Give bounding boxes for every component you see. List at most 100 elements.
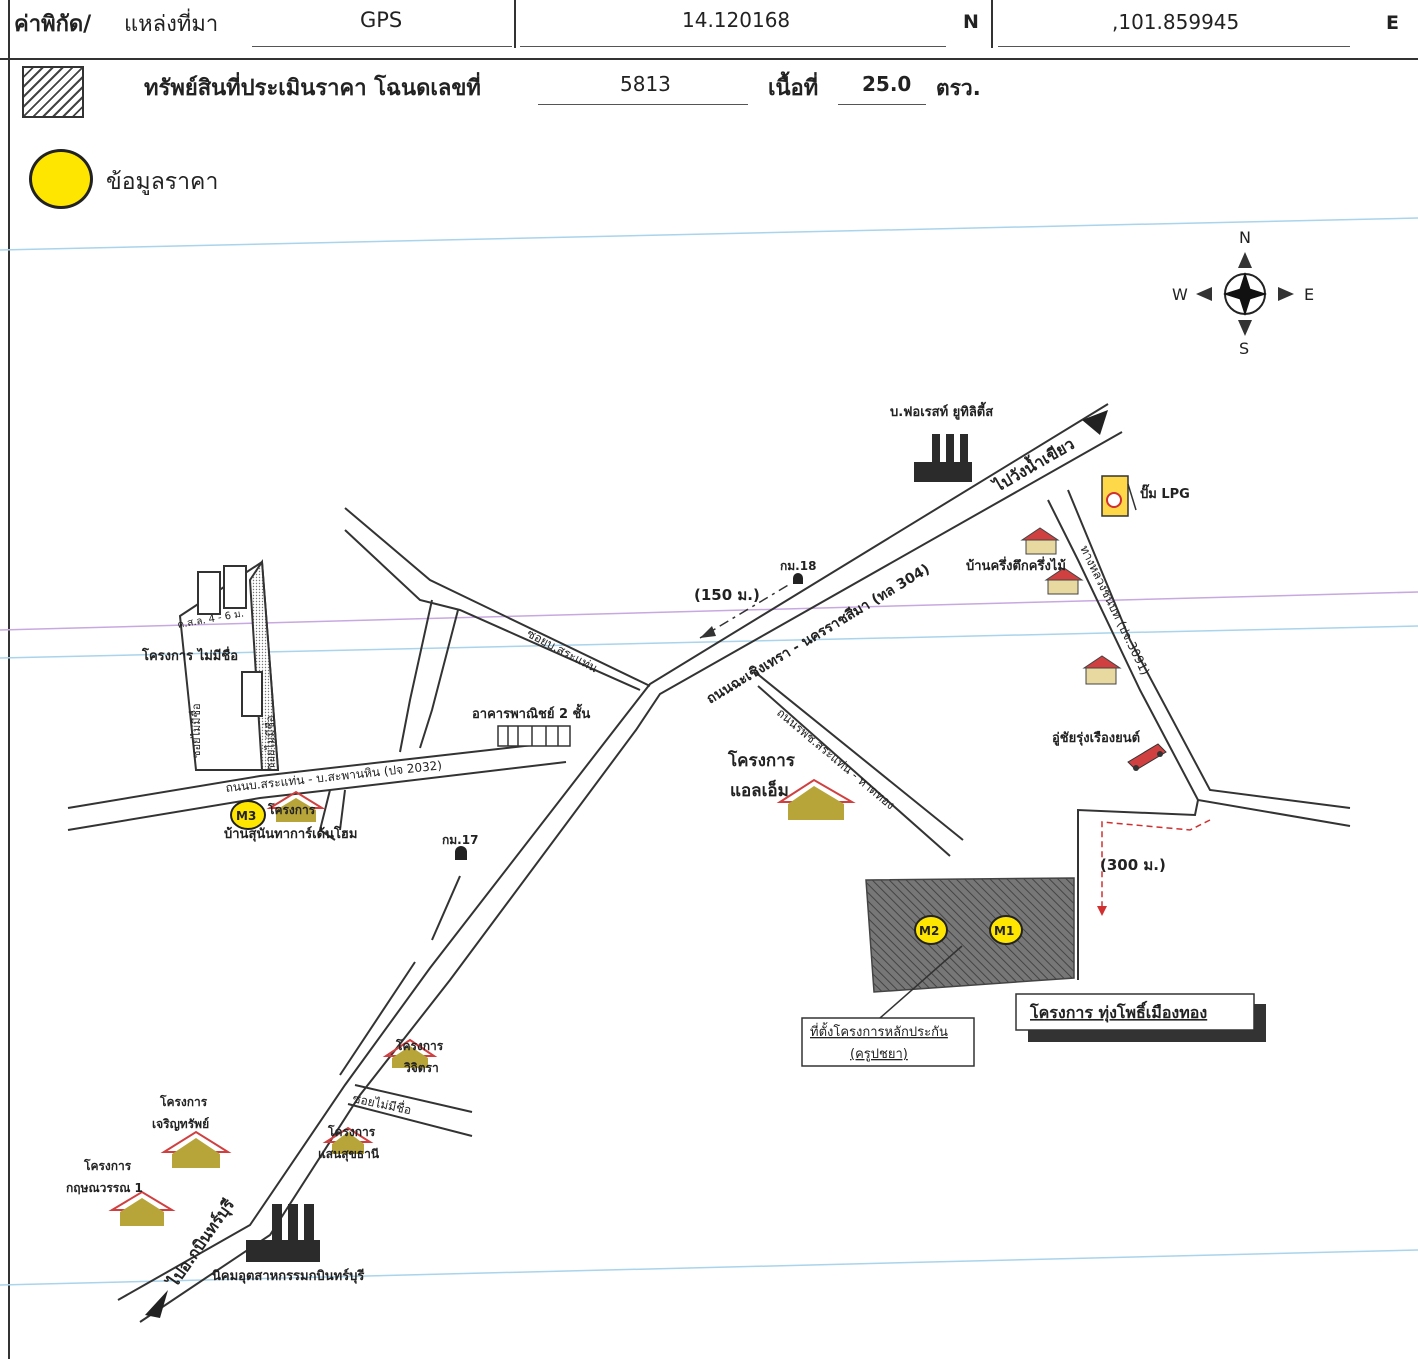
- label-soi-left-2: ซอยไม่มีชื่อ: [262, 715, 277, 770]
- longitude-underline: [998, 46, 1350, 47]
- label-commercial: อาคารพาณิชย์ 2 ชั้น: [472, 703, 590, 722]
- scan-line-1: [0, 217, 1418, 251]
- collateral-callout-box: [801, 1017, 975, 1067]
- collateral-label-2: (ครูปชยา): [850, 1047, 908, 1062]
- marker-m3: M3: [230, 800, 266, 830]
- compass-n: N: [1239, 228, 1251, 247]
- latitude-value: 14.120168: [682, 8, 791, 32]
- road-3091: [1047, 489, 1351, 980]
- latitude-underline: [520, 46, 946, 47]
- road-soi-no-name: [347, 1084, 473, 1137]
- label-project-charoen-1: โครงการ: [159, 1094, 208, 1109]
- house-icons: [1020, 527, 1122, 685]
- label-project-lm-1: โครงการ: [727, 750, 796, 771]
- label-dist-150: (150 ม.): [694, 586, 760, 604]
- km17-post-icon: [455, 846, 467, 860]
- label-m3-name: บ้านสุนันทาการ์เด้นโฮม: [224, 825, 357, 842]
- compass-e: E: [1304, 285, 1314, 304]
- source-label: แหล่งที่มา: [124, 12, 219, 37]
- label-dist-300: (300 ม.): [1100, 856, 1166, 874]
- label-road-3091: ทางหลวงชนบท (ปจ.3091): [1077, 543, 1152, 677]
- property-label: ทรัพย์สินที่ประเมินราคา โฉนดเลขที่: [144, 76, 481, 101]
- thung-pho-box: [1015, 993, 1255, 1031]
- label-soi-left-1: ซอยไม่มีชื่อ: [188, 703, 203, 758]
- km18-post-icon: [793, 573, 803, 584]
- project-krit-house-icon: [108, 1190, 176, 1226]
- label-main-road: ถนนฉะเชิงเทรา - นครราชสีมา (ทล 304): [704, 561, 933, 707]
- area-label: เนื้อที่: [768, 76, 819, 101]
- divider-1: [514, 0, 516, 48]
- scan-line-4: [0, 1249, 1418, 1286]
- marker-m1: M1: [989, 915, 1023, 945]
- label-project-no-name: โครงการ ไม่มีชื่อ: [141, 646, 238, 664]
- compass-w: W: [1172, 285, 1188, 304]
- label-houses: บ้านครึ่งตึกครึ่งไม้: [966, 556, 1066, 574]
- road-sa-taen-hat-thong: [754, 671, 964, 857]
- coordinate-header: ค่าพิกัด/ แหล่งที่มา GPS 14.120168 N ,10…: [0, 0, 1418, 60]
- label-project-krit-1: โครงการ: [83, 1158, 132, 1173]
- label-lpg: ปั๊ม LPG: [1140, 484, 1190, 502]
- dist-300-arrow-icon: [1097, 906, 1107, 916]
- compass-s: S: [1239, 339, 1249, 358]
- label-project-wichitra-1: โครงการ: [395, 1038, 444, 1053]
- price-label: ข้อมูลราคา: [106, 169, 219, 195]
- source-underline: [252, 46, 512, 47]
- label-project-saen-1: โครงการ: [327, 1124, 376, 1139]
- label-industrial-estate: นิคมอุตสาหกรรมกบินทร์บุรี: [212, 1268, 364, 1284]
- lat-direction: N: [963, 11, 979, 33]
- factory-industrial-estate-icon: [246, 1204, 320, 1262]
- dist-150-arrow-icon: [700, 626, 716, 638]
- collateral-leader-line: [879, 945, 963, 1019]
- label-project-m3: โครงการ: [267, 802, 316, 817]
- compass-rose-icon: [1196, 252, 1294, 336]
- project-saen-house-icon: [322, 1126, 374, 1154]
- label-project-krit-2: กฤษณวรรณ 1: [66, 1181, 143, 1195]
- longitude-value: ,101.859945: [1112, 10, 1240, 34]
- label-project-charoen-2: เจริญทรัพย์: [152, 1117, 209, 1131]
- label-project-saen-2: แสนสุขธานี: [318, 1147, 380, 1162]
- label-car-shop: อู่ชัยรุ่งเรืองยนต์: [1052, 730, 1140, 746]
- deed-underline: [538, 104, 748, 105]
- scan-line-3: [0, 625, 1418, 659]
- project-lm-house-icon: [776, 778, 856, 820]
- road-soi-sa-taen: [344, 507, 651, 753]
- divider-2: [991, 0, 993, 48]
- area-underline: [838, 104, 926, 105]
- svg-text:M3: M3: [236, 809, 256, 823]
- project-m3-house-icon: [266, 790, 326, 822]
- factory-top-icon: [914, 434, 972, 482]
- label-project-wichitra-2: วิจิตรา: [404, 1061, 439, 1075]
- project-wichitra-house-icon: [382, 1038, 438, 1068]
- commercial-building-icon: [497, 725, 571, 747]
- scan-line-2: [0, 591, 1418, 631]
- deed-number: 5813: [620, 72, 671, 96]
- label-project-lm-2: แอลเอ็ม: [730, 778, 789, 801]
- label-factory-top: บ.ฟอเรสท์ ยูทิลิตี้ส: [890, 401, 993, 420]
- collateral-label-1: ที่ตั้งโครงการหลักประกัน: [810, 1022, 948, 1040]
- road-2032: [67, 741, 567, 841]
- car-icon: [1127, 743, 1167, 771]
- svg-text:M2: M2: [919, 924, 939, 938]
- arrow-to-kabin-buri-icon: [145, 1290, 168, 1318]
- area-unit: ตรว.: [936, 76, 981, 100]
- coord-label: ค่าพิกัด/: [14, 12, 92, 37]
- highway-304: [117, 403, 1123, 1323]
- page-left-border: [8, 0, 10, 1359]
- price-data-circle-icon: [29, 149, 93, 209]
- arrow-to-wang-nam-khiao-icon: [1082, 410, 1108, 435]
- project-thung-pho-label: โครงการ ทุ่งโพธิ์เมืองทอง: [1029, 1001, 1207, 1023]
- label-km17: กม.17: [442, 833, 478, 847]
- dist-150-line: [699, 583, 791, 639]
- project-charoen-house-icon: [160, 1130, 232, 1168]
- collateral-property-hatched: [865, 877, 1075, 993]
- project-block-no-name: [178, 559, 280, 771]
- label-soi-sa-taen: ซอยบ.สระแท่น: [525, 626, 600, 675]
- lpg-pump-icon: [1101, 475, 1137, 517]
- lon-direction: E: [1386, 12, 1399, 34]
- area-value: 25.0: [862, 72, 912, 96]
- source-value: GPS: [360, 8, 403, 32]
- label-km18: กม.18: [780, 559, 816, 573]
- svg-text:M1: M1: [994, 924, 1014, 938]
- property-hatch-swatch: [22, 66, 84, 118]
